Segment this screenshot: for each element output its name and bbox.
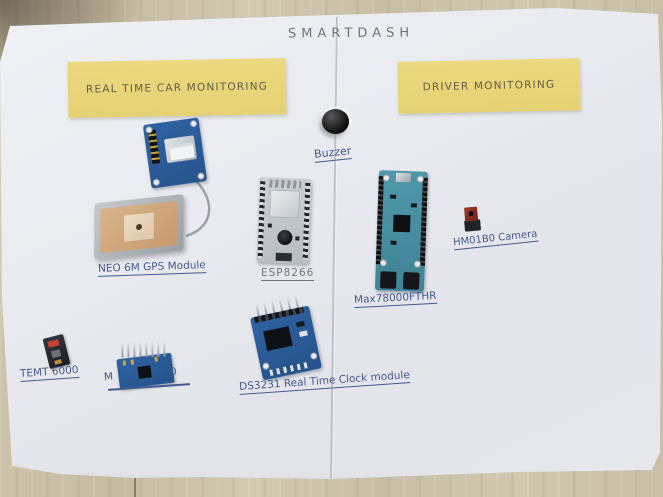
esp8266-board (256, 177, 312, 264)
rtc-component (295, 320, 305, 328)
buzzer-label: Buzzer (313, 144, 353, 163)
mpu-label-fragment-left: M (103, 370, 114, 384)
max-usb-port (395, 172, 412, 183)
mounting-hole (413, 260, 421, 268)
table-plank-seam (134, 474, 136, 497)
mpu-chip (137, 365, 152, 379)
temt-component (54, 359, 62, 365)
max-component (390, 194, 397, 199)
mounting-hole (379, 259, 387, 267)
max-component (390, 240, 397, 245)
hm01b0-camera-module (463, 206, 482, 232)
mounting-hole (152, 178, 161, 187)
antenna-ceramic-patch (100, 200, 178, 254)
sticky-note-right: DRIVER MONITORING (397, 58, 581, 114)
temt-light-sensor (50, 349, 62, 359)
mounting-hole (197, 172, 205, 181)
mpu-solder-pad (122, 360, 127, 366)
max-connector-right (402, 272, 420, 290)
right-section-label: DRIVER MONITORING (422, 78, 556, 94)
left-section-label: REAL TIME CAR MONITORING (85, 80, 269, 96)
esp-pin-row-left (257, 181, 266, 259)
ds3231-rtc-board (250, 294, 322, 381)
gps-label: NEO 6M GPS Module (97, 259, 207, 277)
buzzer-component (322, 109, 349, 134)
mpu-label-fragment-right: 0 (169, 365, 178, 379)
mpu-pin-row (121, 341, 167, 358)
gps-ceramic-antenna (94, 194, 184, 260)
esp8266-label: ESP8266 (261, 267, 315, 281)
poster-title: SMARTDASH (287, 25, 415, 42)
esp-component (295, 236, 300, 241)
gps-module-board (142, 117, 208, 189)
mounting-hole (382, 174, 390, 182)
max-component (410, 203, 417, 208)
mpu-solder-pad (154, 356, 158, 362)
max78000fthr-board (374, 170, 429, 292)
rtc-component (299, 330, 308, 337)
esp-pcb-antenna (269, 179, 302, 189)
esp-component (267, 223, 272, 228)
mounting-hole (309, 351, 318, 361)
esp-chip (277, 229, 293, 246)
sticky-note-left: REAL TIME CAR MONITORING (67, 58, 287, 118)
esp-usb-port (275, 252, 292, 262)
esp-metal-shield (269, 189, 301, 219)
mpu-solder-pad (130, 359, 135, 365)
mounting-hole (189, 119, 198, 128)
temt6000-label: TEMT 6000 (19, 363, 80, 383)
temt-component (47, 339, 60, 348)
max-ai-chip (392, 214, 411, 233)
rtc-clock-chip (263, 326, 293, 352)
gps-pin-header (147, 129, 161, 165)
max-connector-left (379, 271, 397, 289)
